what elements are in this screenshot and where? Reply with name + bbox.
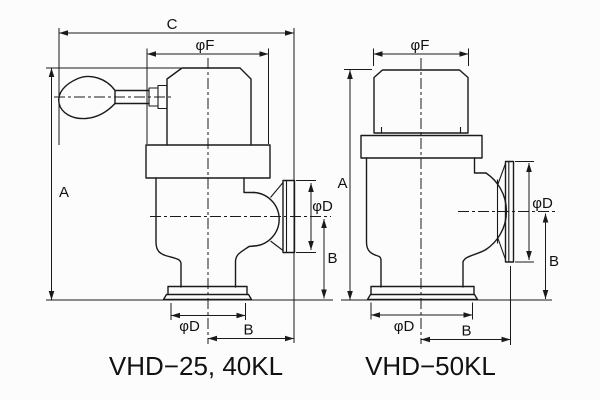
- dim-label-bottom-phiD-right-valve: φD: [394, 318, 415, 335]
- actuator-knob-skirt-lines: [380, 127, 462, 133]
- dim-label-port-phiD: φD: [312, 198, 333, 215]
- bottom-flange: [167, 285, 248, 296]
- right-valve-drawing: φF A φD B φD B VHD−50KL: [337, 37, 559, 381]
- body-lower-right-profile-right-valve: [462, 248, 487, 288]
- dim-label-port-b-right-valve: B: [549, 253, 559, 270]
- bottom-flange-right-valve: [370, 285, 475, 296]
- handle-knob: [58, 75, 116, 120]
- right-valve-caption: VHD−50KL: [365, 351, 496, 381]
- dim-label-a-right-valve: A: [337, 175, 347, 192]
- dim-label-port-phiD-right-valve: φD: [532, 195, 553, 212]
- body-right-profile-right-valve: [473, 157, 487, 174]
- bonnet-flange: [145, 144, 271, 179]
- dim-label-bottom-b: B: [243, 322, 253, 339]
- actuator-knob: [373, 69, 469, 134]
- bonnet: [166, 67, 252, 146]
- body-left-profile: [155, 177, 182, 288]
- bonnet-flange-right-valve: [360, 134, 483, 159]
- side-port-flare: [270, 182, 284, 251]
- dim-label-phiF-top: φF: [196, 37, 215, 54]
- dim-label-port-b: B: [327, 250, 337, 267]
- dim-label-bottom-phiD: φD: [179, 318, 200, 335]
- side-port-flange-right-valve: [504, 160, 515, 263]
- handle-stem: [114, 89, 150, 105]
- left-valve-caption: VHD−25, 40KL: [109, 351, 283, 381]
- side-port-flare-right-valve: [497, 163, 507, 260]
- body-left-profile-right-valve: [365, 157, 382, 288]
- body-ball-arc-right-valve: [485, 172, 508, 251]
- dim-label-c: C: [167, 16, 178, 33]
- body-ball-arc: [253, 191, 280, 247]
- body-right-profile: [243, 177, 255, 194]
- dim-label-phiF-right-valve: φF: [411, 37, 430, 54]
- body-lower-right-profile: [234, 245, 255, 288]
- left-valve-drawing: C φF A φD B φD B VHD−25, 40KL: [46, 16, 338, 381]
- dim-label-a: A: [59, 184, 69, 201]
- bottom-flange-lip-right-valve: [366, 293, 479, 301]
- dim-label-bottom-b-right-valve: B: [461, 323, 471, 340]
